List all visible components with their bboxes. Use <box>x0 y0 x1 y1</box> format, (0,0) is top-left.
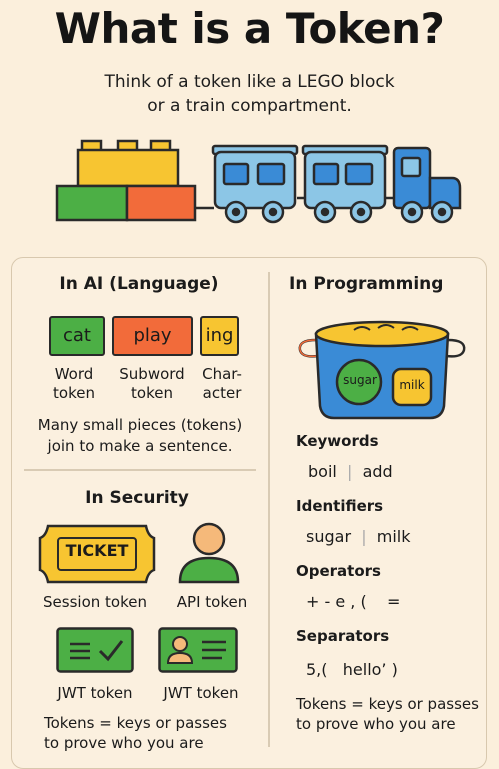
jwt-token-label-2: JWT token <box>163 684 239 702</box>
operators-heading: Operators <box>296 562 381 580</box>
column-divider <box>268 272 270 747</box>
jwt-token-label-1: JWT token <box>57 684 133 702</box>
security-note-line1: Tokens = keys or passes <box>44 714 227 732</box>
token-play: play <box>112 316 193 356</box>
security-note: Tokens = keys or passes to prove who you… <box>44 713 264 753</box>
word-token-label-line2: token <box>53 384 95 402</box>
ai-note-line2: join to make a sentence. <box>47 437 233 455</box>
lego-block-icon <box>55 139 197 222</box>
page-title: What is a Token? <box>54 4 445 53</box>
subtitle-line-1: Think of a token like a LEGO block <box>104 72 395 92</box>
programming-heading: In Programming <box>289 274 444 294</box>
separators-heading: Separators <box>296 627 390 645</box>
identifiers-heading: Identifiers <box>296 497 384 515</box>
security-note-line2: to prove who you are <box>44 734 204 752</box>
train-icon <box>211 144 462 224</box>
programming-note: Tokens = keys or passes to prove who you… <box>296 694 496 734</box>
subtitle: Think of a token like a LEGO block or a … <box>0 70 499 118</box>
word-token-label-line1: Word <box>54 365 94 383</box>
user-icon <box>178 522 240 584</box>
identifiers-values: sugar | milk <box>306 527 411 546</box>
keyword-boil: boil <box>308 462 337 481</box>
pot-label-sugar: sugar <box>343 373 377 387</box>
api-token-label: API token <box>176 593 248 611</box>
identifier-separator: | <box>356 527 372 546</box>
security-heading: In Security <box>85 488 189 508</box>
token-ing: ing <box>200 316 239 356</box>
ticket-text: TICKET <box>65 541 129 560</box>
subword-token-label-line2: token <box>131 384 173 402</box>
ai-heading: In AI (Language) <box>59 274 219 294</box>
identifier-milk: milk <box>376 527 411 546</box>
session-token-label: Session token <box>43 593 147 611</box>
programming-note-line2: to prove who you are <box>296 715 456 733</box>
id-card-icon <box>158 627 238 673</box>
character-token-label-line1: Char- <box>202 365 242 383</box>
character-token-label: Char- acter <box>194 365 250 403</box>
ai-note-line1: Many small pieces (tokens) <box>37 416 243 434</box>
keyword-add: add <box>362 462 393 481</box>
section-divider <box>24 469 256 471</box>
jwt-check-icon <box>56 627 134 673</box>
keyword-separator: | <box>341 462 358 481</box>
word-token-label: Word token <box>38 365 110 403</box>
subword-token-label: Subword token <box>112 365 192 403</box>
subword-token-label-line1: Subword <box>119 365 185 383</box>
keywords-values: boil | add <box>308 462 393 481</box>
ticket-icon <box>38 524 156 584</box>
programming-note-line1: Tokens = keys or passes <box>296 695 479 713</box>
character-token-label-line2: acter <box>202 384 242 402</box>
subtitle-line-2: or a train compartment. <box>147 96 352 116</box>
keywords-heading: Keywords <box>296 432 379 450</box>
lego-train-illustration <box>55 139 462 224</box>
separators-values: 5,( hello’ ) <box>306 660 398 679</box>
pot-label-milk: milk <box>399 378 425 392</box>
ai-note: Many small pieces (tokens) join to make … <box>20 415 260 457</box>
pot-icon <box>298 320 466 420</box>
operators-values: + - e , ( = <box>306 592 401 611</box>
identifier-sugar: sugar <box>306 527 352 546</box>
token-cat: cat <box>49 316 105 356</box>
